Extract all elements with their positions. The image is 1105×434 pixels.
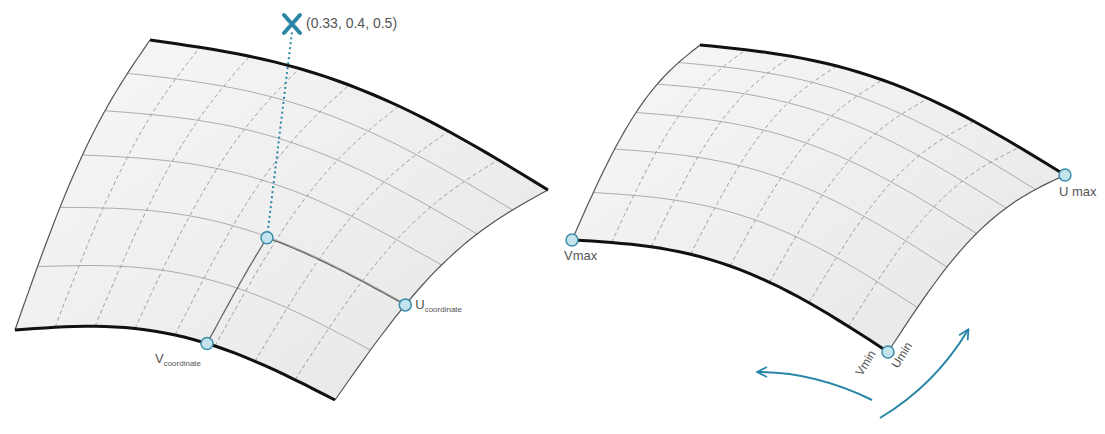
coordinate-label: Vcoordinate — [155, 351, 201, 369]
grid-line — [636, 113, 977, 234]
side-edge — [335, 190, 548, 400]
bold-edge — [15, 326, 335, 400]
axis-subscript: coordinate — [164, 359, 201, 368]
right-surface-fill — [572, 45, 1065, 352]
v-direction-arrow — [758, 372, 872, 400]
grid-line — [38, 266, 371, 351]
axis-letter: V — [155, 351, 164, 366]
grid-line — [60, 207, 406, 304]
right-surface — [572, 45, 1065, 352]
side-edge — [15, 40, 150, 330]
u-direction-arrow — [880, 330, 968, 418]
axis-letter: U — [415, 297, 424, 312]
point-dot — [566, 234, 578, 246]
grid-line — [255, 131, 449, 361]
coordinate-triple: (0.33, 0.4, 0.5) — [306, 15, 397, 32]
u-coordinate-line — [267, 238, 405, 305]
grid-line — [295, 160, 498, 380]
point-label: Vmin — [853, 348, 880, 379]
point-label: U max — [1059, 184, 1097, 200]
side-edge — [572, 45, 700, 240]
grid-line — [809, 121, 974, 302]
v-coordinate-line — [207, 238, 267, 344]
grid-line — [770, 99, 929, 283]
grid-line — [95, 56, 250, 326]
grid-line — [83, 155, 442, 265]
axis-subscript: coordinate — [425, 305, 462, 314]
point-dot — [201, 337, 213, 349]
left-surface — [15, 40, 548, 400]
grid-line — [55, 47, 200, 327]
point-dot — [261, 232, 273, 244]
point-label: Vmax — [564, 248, 597, 264]
grid-line — [105, 111, 477, 234]
grid-line — [593, 193, 917, 308]
grid-line — [849, 147, 1020, 326]
grid-line — [128, 73, 513, 210]
projection-line — [267, 32, 292, 238]
grid-line — [612, 50, 746, 243]
bold-edge — [572, 240, 888, 352]
grid-line — [651, 56, 791, 247]
point-dot — [399, 299, 411, 311]
point-x-mark — [284, 15, 300, 33]
side-edge — [888, 175, 1065, 352]
point-dot — [1059, 169, 1071, 181]
bold-edge — [700, 45, 1065, 175]
grid-line — [135, 69, 299, 329]
left-surface-fill — [15, 40, 548, 400]
coordinate-label: Ucoordinate — [415, 297, 462, 315]
bold-edge — [150, 40, 548, 190]
grid-line — [657, 84, 1006, 208]
marks — [201, 15, 1071, 358]
